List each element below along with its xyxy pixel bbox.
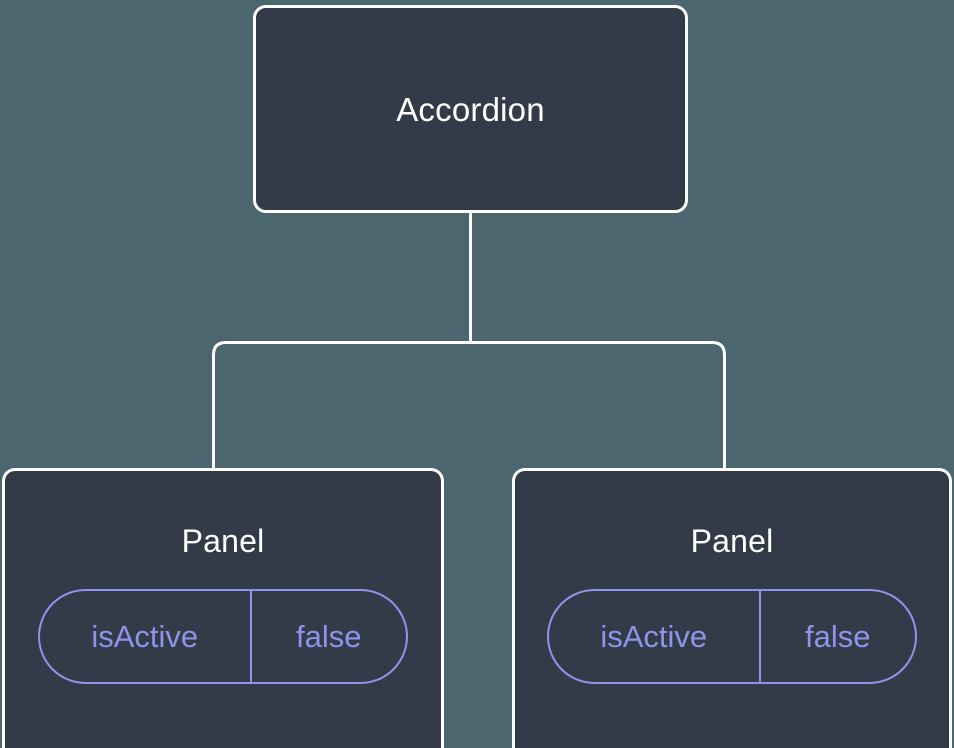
node-panel-1[interactable]: Panel isActive false xyxy=(2,468,444,748)
state-pill-panel-2[interactable]: isActive false xyxy=(547,589,917,684)
node-accordion[interactable]: Accordion xyxy=(253,5,688,213)
state-pill-panel-1[interactable]: isActive false xyxy=(38,589,408,684)
state-key-panel-1: isActive xyxy=(91,619,199,654)
edge-child-bus xyxy=(212,341,726,470)
node-panel-2-title: Panel xyxy=(690,523,774,559)
node-accordion-title: Accordion xyxy=(396,90,545,128)
state-key-panel-2: isActive xyxy=(600,619,708,654)
state-value-panel-2: false xyxy=(758,591,915,682)
state-value-panel-1: false xyxy=(249,591,406,682)
node-panel-2[interactable]: Panel isActive false xyxy=(512,468,952,748)
node-panel-1-title: Panel xyxy=(181,523,265,559)
